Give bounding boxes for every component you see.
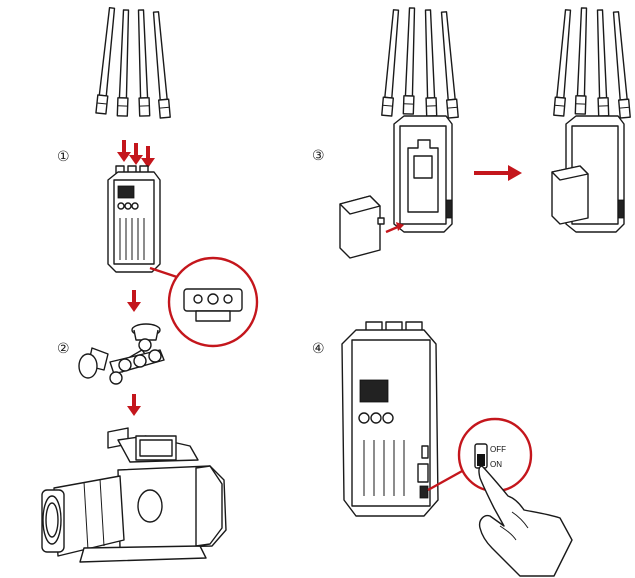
antenna-icon <box>574 7 590 115</box>
antenna-icon <box>95 6 118 115</box>
switch-on-label: ON <box>490 460 502 469</box>
transmitter-rear-right <box>551 7 631 233</box>
power-switch-icon <box>474 443 488 469</box>
step-number-1: ① <box>57 149 70 165</box>
antenna-icon <box>381 8 402 117</box>
antenna-icon <box>135 9 151 117</box>
magic-arm-icon <box>78 323 165 385</box>
step-number-3: ③ <box>312 148 325 164</box>
arrow-down-icon <box>127 394 141 416</box>
antenna-icon <box>438 10 459 119</box>
step-number-4: ④ <box>312 341 325 357</box>
step-1-arrows <box>117 140 155 168</box>
step-1-antennas <box>95 6 171 119</box>
switch-off-label: OFF <box>490 445 506 454</box>
transmitter-rear-left <box>381 7 459 233</box>
step-number-2: ② <box>57 341 70 357</box>
callout-connector <box>427 468 465 492</box>
arrow-down-icon <box>129 143 143 165</box>
step-4: ④ OFF ON <box>312 321 573 577</box>
arrow-down-icon <box>141 146 155 168</box>
transmitter-icon <box>341 321 439 517</box>
arrow-right-icon <box>474 165 522 181</box>
antenna-icon <box>610 10 631 119</box>
step-3: ③ <box>312 7 631 259</box>
mount-holes-callout <box>167 256 259 348</box>
step-1: ① <box>57 6 259 348</box>
battery-icon <box>551 165 589 225</box>
arrow-down-icon <box>127 290 141 312</box>
antenna-icon <box>150 10 171 119</box>
antenna-icon <box>553 8 574 117</box>
antenna-icon <box>422 9 438 117</box>
callout-connector <box>149 266 181 280</box>
step-2: ② <box>41 290 227 563</box>
antenna-icon <box>402 7 418 115</box>
hand-icon <box>478 465 573 577</box>
camera-icon <box>41 427 227 563</box>
antenna-icon <box>116 9 132 117</box>
antenna-icon <box>594 9 610 117</box>
battery-icon <box>339 195 385 259</box>
arrow-down-icon <box>117 140 131 162</box>
transmitter-icon <box>107 165 161 273</box>
